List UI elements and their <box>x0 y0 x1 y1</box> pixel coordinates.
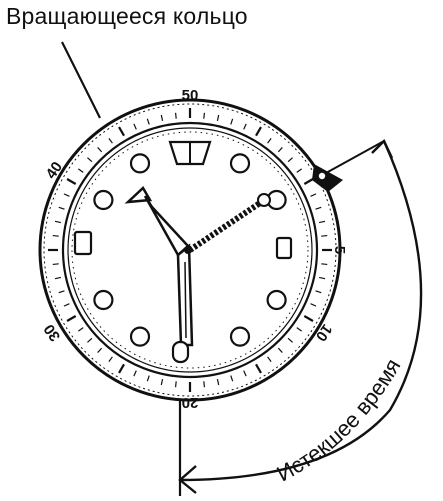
bezel-tick <box>97 347 103 353</box>
bezel-tick <box>174 112 177 119</box>
bezel-tick <box>310 303 317 307</box>
dial-edge <box>67 127 313 373</box>
bezel-tick <box>318 220 326 224</box>
hour-marker-dot <box>93 289 114 311</box>
bezel-tick <box>303 178 314 185</box>
elapsed-time-arrow <box>178 138 423 496</box>
triangle-marker-icon <box>312 164 343 192</box>
bezel-tick <box>243 370 247 377</box>
bezel-tick <box>133 123 137 130</box>
leader-line <box>61 41 101 119</box>
bezel-tick <box>315 206 322 210</box>
hour-marker-dot <box>129 153 151 174</box>
bezel-tick <box>146 375 150 382</box>
second-hand <box>188 193 271 253</box>
bezel-tick <box>287 337 293 343</box>
bezel-number-5: 5 <box>331 246 348 254</box>
bezel-tick <box>216 114 220 122</box>
bezel-tick <box>230 118 234 125</box>
minute-track <box>71 131 309 369</box>
hour-marker-dot <box>229 153 251 174</box>
bezel-tick <box>296 327 302 332</box>
bezel-tick <box>315 290 322 294</box>
bezel-tick <box>54 220 62 224</box>
bezel-tick <box>78 327 84 332</box>
bezel-tick <box>54 276 62 280</box>
bezel-tick <box>321 234 328 237</box>
bezel-tick <box>203 381 206 388</box>
bezel-tick <box>321 263 328 266</box>
bezel-tick <box>318 276 326 280</box>
bezel-tick <box>63 193 70 197</box>
rotating-ring-label: Вращающееся кольцо <box>6 3 248 29</box>
bezel-tick <box>277 347 283 353</box>
bezel-tick <box>87 337 93 343</box>
bezel-tick <box>203 112 206 119</box>
bezel-tick <box>133 370 137 377</box>
bezel-tick <box>310 193 317 197</box>
bezel-tick <box>58 206 65 210</box>
bezel-number-10: 10 <box>312 321 335 344</box>
bezel-tick <box>267 356 272 362</box>
bezel-tick <box>146 118 150 125</box>
bezel-tick <box>230 375 234 382</box>
bezel-tick <box>255 363 262 374</box>
bezel-tick <box>303 315 314 322</box>
bezel-number-40: 40 <box>43 159 66 182</box>
hour-marker-dot <box>129 326 151 347</box>
bezel-number-20: 20 <box>182 394 199 411</box>
bezel-tick <box>58 290 65 294</box>
bezel-tick <box>87 157 93 163</box>
bezel-knurl <box>43 103 337 397</box>
bezel-tick <box>255 126 262 137</box>
bezel-tick <box>287 157 293 163</box>
bezel-tick <box>296 168 302 173</box>
bezel-tick <box>267 138 272 144</box>
bezel-inner-ring <box>61 121 319 379</box>
bezel-tick <box>108 138 113 144</box>
bezel-tick <box>52 263 59 266</box>
bezel-tick <box>97 147 103 153</box>
bezel-tick <box>216 378 220 386</box>
three-marker <box>275 236 293 260</box>
bezel-number-30: 30 <box>41 321 64 344</box>
bezel-tick <box>160 378 164 386</box>
hour-marker-dot <box>266 289 287 311</box>
bezel-tick <box>66 315 77 322</box>
hour-marker-dot <box>229 326 251 347</box>
bezel-tick <box>160 114 164 122</box>
elapsed-time-label: Истекшее время <box>273 354 406 486</box>
bezel-tick <box>52 234 59 237</box>
bezel-tick <box>66 178 77 185</box>
bezel-number-50: 50 <box>182 87 199 104</box>
bezel-tick <box>277 147 283 153</box>
bezel-ticks <box>48 108 332 392</box>
bezel-tick <box>243 123 247 130</box>
bezel-tick <box>63 303 70 307</box>
bezel-tick <box>108 356 113 362</box>
nine-marker <box>73 230 93 256</box>
bezel-tick <box>118 363 125 374</box>
bezel-tick <box>118 126 125 137</box>
bezel-tick <box>78 168 84 173</box>
hour-marker-dot <box>93 189 114 211</box>
center-pin <box>184 246 192 254</box>
bezel-tick <box>174 381 177 388</box>
